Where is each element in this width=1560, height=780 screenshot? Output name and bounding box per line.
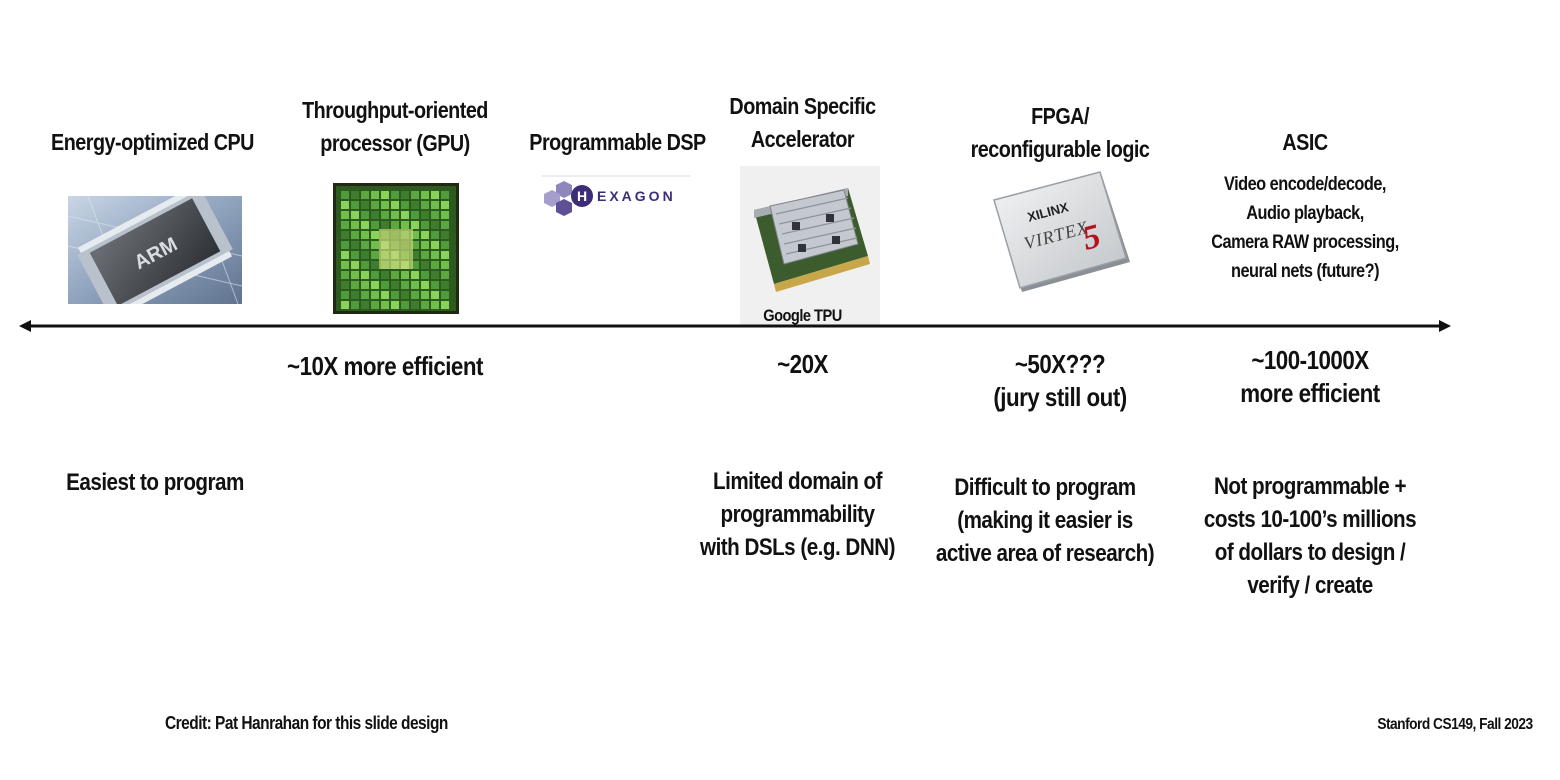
- fpga-efficiency: ~50X??? (jury still out): [978, 348, 1141, 414]
- hexagon-logo-image: H EXAGON: [542, 175, 690, 216]
- asic-programmability-line: of dollars to design /: [1214, 539, 1406, 566]
- dsa-title-line-1: Domain Specific: [729, 93, 876, 119]
- asic-efficiency: ~100-1000X more efficient: [1228, 344, 1391, 410]
- fpga-programmability-line: active area of research): [935, 540, 1155, 567]
- dsa-title-line-2: Accelerator: [750, 126, 855, 152]
- asic-use-item: neural nets (future?): [1230, 261, 1380, 282]
- asic-programmability-line: costs 10-100’s millions: [1203, 506, 1417, 533]
- asic-use-item: Audio playback,: [1246, 203, 1364, 224]
- fpga-programmability: Difficult to program (making it easier i…: [933, 471, 1157, 570]
- google-tpu-image: [740, 166, 880, 326]
- asic-programmability-line: verify / create: [1247, 572, 1373, 599]
- dsa-title: Domain Specific Accelerator: [710, 90, 895, 156]
- dsa-efficiency: ~20X: [777, 349, 828, 379]
- fpga-programmability-line: Difficult to program: [954, 474, 1136, 501]
- fpga-efficiency-line-2: (jury still out): [993, 382, 1127, 412]
- gpu-title: Throughput-oriented processor (GPU): [288, 94, 503, 160]
- hexagon-logo-text: EXAGON: [597, 188, 676, 204]
- gpu-title-line-2: processor (GPU): [320, 130, 470, 156]
- course-footer: Stanford CS149, Fall 2023: [1377, 716, 1533, 733]
- dsa-programmability-line: Limited domain of: [713, 468, 882, 495]
- dsa-programmability-line: programmability: [720, 501, 875, 528]
- fpga-programmability-line: (making it easier is: [957, 507, 1133, 534]
- xilinx-virtex5-image: XILINX VIRTEX 5: [993, 171, 1130, 292]
- gpu-die-image: [333, 183, 459, 314]
- fpga-title: FPGA/ reconfigurable logic: [953, 100, 1168, 166]
- asic-use-item: Camera RAW processing,: [1211, 232, 1399, 253]
- fpga-title-line-2: reconfigurable logic: [970, 136, 1150, 162]
- fpga-title-line-1: FPGA/: [1031, 103, 1089, 129]
- spectrum-arrow: [19, 320, 1451, 332]
- asic-title: ASIC: [1282, 129, 1328, 155]
- asic-efficiency-line-1: ~100-1000X: [1251, 345, 1369, 375]
- tpu-caption: Google TPU: [763, 306, 842, 325]
- dsa-programmability: Limited domain of programmability with D…: [696, 465, 898, 564]
- dsp-title: Programmable DSP: [529, 129, 706, 155]
- credit-footer: Credit: Pat Hanrahan for this slide desi…: [165, 713, 448, 733]
- asic-use-item: Video encode/decode,: [1224, 174, 1386, 195]
- asic-efficiency-line-2: more efficient: [1240, 378, 1380, 408]
- arm-chip-image: ARM: [68, 196, 242, 304]
- asic-use-list: Video encode/decode, Audio playback, Cam…: [1193, 170, 1417, 286]
- asic-programmability: Not programmable + costs 10-100’s millio…: [1198, 470, 1422, 602]
- hexagon-logo-h: H: [577, 188, 587, 204]
- gpu-efficiency: ~10X more efficient: [287, 351, 483, 381]
- dsa-programmability-line: with DSLs (e.g. DNN): [700, 534, 895, 561]
- cpu-programmability: Easiest to program: [66, 469, 244, 496]
- asic-programmability-line: Not programmable +: [1214, 473, 1407, 500]
- fpga-efficiency-line-1: ~50X???: [1014, 349, 1106, 379]
- cpu-title: Energy-optimized CPU: [51, 129, 254, 155]
- gpu-title-line-1: Throughput-oriented: [302, 97, 488, 123]
